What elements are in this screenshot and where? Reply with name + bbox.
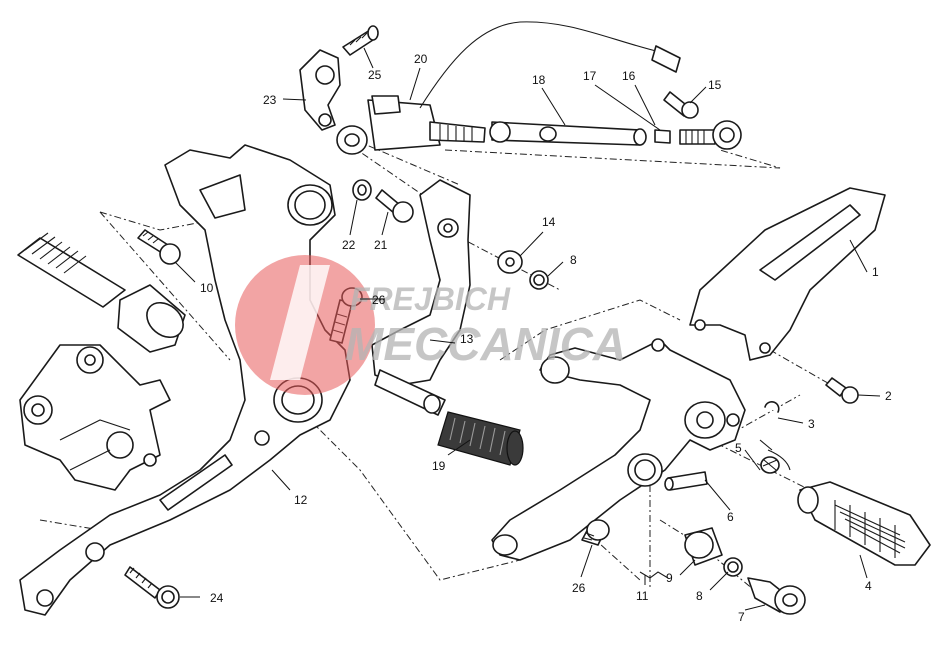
callout-13: 13 <box>460 332 474 346</box>
callout-17: 17 <box>583 69 597 83</box>
callout-20: 20 <box>414 52 428 66</box>
pushrod-assembly <box>489 91 742 150</box>
callout-21: 21 <box>374 238 388 252</box>
screw-24 <box>124 566 180 609</box>
callout-26-lower: 26 <box>572 581 586 595</box>
small-hardware <box>664 401 791 491</box>
callout-26-upper: 26 <box>372 293 386 307</box>
callout-10: 10 <box>200 281 214 295</box>
callout-12: 12 <box>294 493 308 507</box>
callout-8-lower: 8 <box>696 589 703 603</box>
callout-24: 24 <box>210 591 224 605</box>
screw-2 <box>825 377 859 404</box>
callout-25: 25 <box>368 68 382 82</box>
lever-rubber-tip <box>437 411 524 466</box>
callout-15: 15 <box>708 78 722 92</box>
callout-5: 5 <box>735 441 742 455</box>
callout-18: 18 <box>532 73 546 87</box>
callout-23: 23 <box>263 93 277 107</box>
rear-brake-master-cylinder <box>299 21 681 155</box>
heel-guard <box>689 187 886 361</box>
screw-26-upper <box>329 287 363 344</box>
callout-labels: 1 2 3 4 5 6 7 8 8 9 10 11 12 13 14 15 16… <box>200 52 892 624</box>
leader-lines <box>174 47 881 611</box>
callout-19: 19 <box>432 459 446 473</box>
callout-16: 16 <box>622 69 636 83</box>
footrest-bracket-right <box>491 338 746 561</box>
rider-footpeg <box>797 481 931 566</box>
callout-2: 2 <box>885 389 892 403</box>
callout-11: 11 <box>636 589 649 603</box>
callout-7: 7 <box>738 610 745 624</box>
screw-26-lower <box>581 519 610 546</box>
callout-9: 9 <box>666 571 673 585</box>
screw-10 <box>137 229 181 265</box>
callout-8-upper: 8 <box>570 253 577 267</box>
clip-11 <box>639 571 669 579</box>
callout-22: 22 <box>342 238 356 252</box>
footrest-pivot-shaft <box>17 232 186 353</box>
callout-4: 4 <box>865 579 872 593</box>
pivot-hardware <box>684 527 806 615</box>
callout-1: 1 <box>872 265 879 279</box>
callout-3: 3 <box>808 417 815 431</box>
rear-brake-lever <box>371 179 471 416</box>
frame-mount-plate <box>19 344 171 491</box>
washers-and-screws <box>352 179 549 290</box>
callout-6: 6 <box>727 510 734 524</box>
callout-14: 14 <box>542 215 556 229</box>
